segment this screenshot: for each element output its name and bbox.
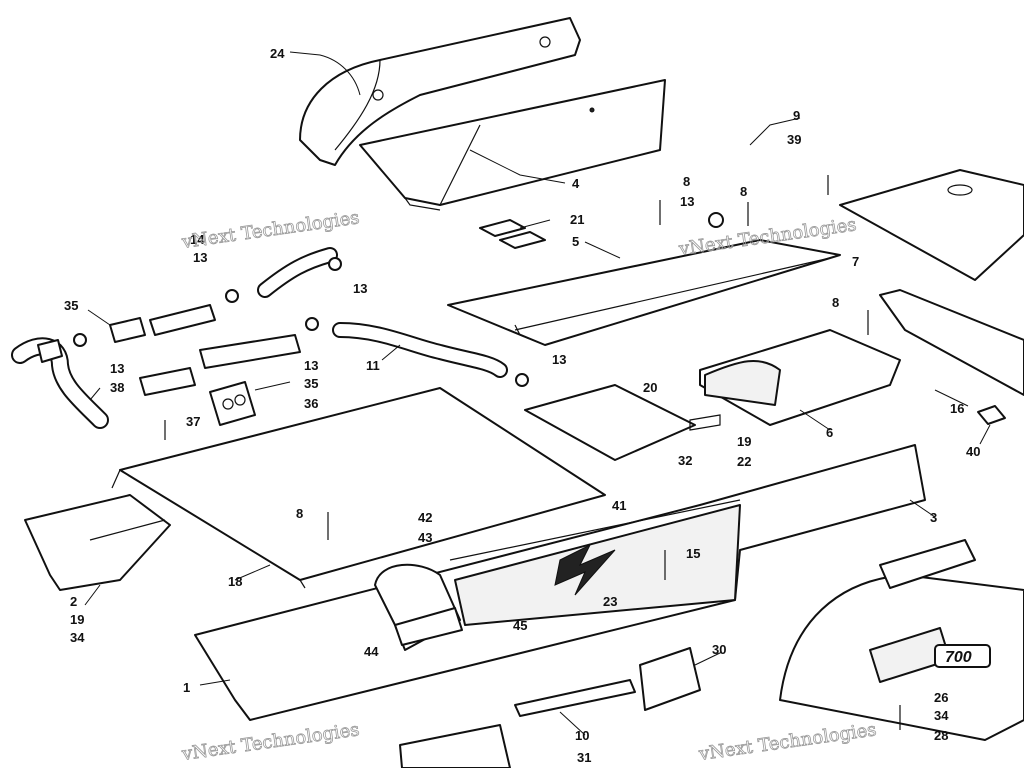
callout-38: 38	[110, 380, 124, 395]
part-4-side-panel	[359, 79, 666, 211]
callout-13: 13	[110, 361, 124, 376]
callout-42: 42	[418, 510, 432, 525]
part-23-decal	[454, 504, 741, 626]
part-bolts	[164, 175, 901, 730]
callout-6: 6	[826, 425, 833, 440]
watermark: vNext Technologies	[180, 719, 361, 765]
callout-18: 18	[228, 574, 242, 589]
callout-22: 22	[737, 454, 751, 469]
callout-44: 44	[364, 644, 379, 659]
callout-21: 21	[570, 212, 584, 227]
part-5-tray	[447, 239, 841, 346]
callout-19: 19	[70, 612, 84, 627]
callout-19: 19	[737, 434, 751, 449]
badge-700: 700	[945, 649, 972, 666]
callout-3: 3	[930, 510, 937, 525]
callout-1: 1	[183, 680, 190, 695]
callout-16: 16	[950, 401, 964, 416]
callout-8: 8	[296, 506, 303, 521]
callout-45: 45	[513, 618, 527, 633]
callout-41: 41	[612, 498, 626, 513]
callout-8: 8	[683, 174, 690, 189]
part-30-plate	[639, 647, 701, 711]
callout-36: 36	[304, 396, 318, 411]
callout-26: 26	[934, 690, 948, 705]
callout-labels: 24 4 9 39 8 8 13 7 21 5 14 13 13 35 13 1…	[64, 46, 980, 765]
watermark: vNext Technologies	[180, 207, 361, 253]
callout-43: 43	[418, 530, 432, 545]
part-hoses	[11, 247, 508, 429]
callout-35: 35	[64, 298, 78, 313]
callout-13: 13	[193, 250, 207, 265]
callout-13: 13	[304, 358, 318, 373]
callout-13: 13	[353, 281, 367, 296]
callout-31: 31	[577, 750, 591, 765]
part-13-clamps	[73, 212, 724, 387]
part-19-plate	[524, 384, 721, 461]
part-24-cowl	[299, 17, 581, 166]
callout-9: 9	[793, 108, 800, 123]
callout-13: 13	[680, 194, 694, 209]
callout-40: 40	[966, 444, 980, 459]
callout-34: 34	[934, 708, 949, 723]
callout-10: 10	[575, 728, 589, 743]
callout-20: 20	[643, 380, 657, 395]
callout-5: 5	[572, 234, 579, 249]
callout-24: 24	[270, 46, 285, 61]
callout-11: 11	[366, 358, 380, 373]
callout-2: 2	[70, 594, 77, 609]
part-2-bracket	[24, 494, 171, 591]
part-10-strip	[514, 679, 636, 717]
part-16-rail	[879, 289, 1024, 425]
callout-15: 15	[686, 546, 700, 561]
callout-34: 34	[70, 630, 85, 645]
part-9-handle	[707, 138, 804, 211]
callout-8: 8	[740, 184, 747, 199]
part-hood-plate	[839, 169, 1024, 281]
part-front-cover: 700	[779, 539, 1024, 741]
callout-37: 37	[186, 414, 200, 429]
callout-8: 8	[832, 295, 839, 310]
callout-7: 7	[852, 254, 859, 269]
callout-4: 4	[572, 176, 580, 191]
callout-32: 32	[678, 453, 692, 468]
part-44-bracket	[374, 563, 463, 651]
callout-13: 13	[552, 352, 566, 367]
part-6-box	[699, 329, 901, 426]
part-21-pads	[479, 219, 546, 249]
callout-39: 39	[787, 132, 801, 147]
part-31-plate	[399, 724, 511, 768]
leader-lines	[84, 51, 991, 736]
callout-28: 28	[934, 728, 948, 743]
watermark: vNext Technologies	[697, 719, 878, 765]
callout-30: 30	[712, 642, 726, 657]
callout-35: 35	[304, 376, 318, 391]
part-18-floor	[111, 387, 606, 589]
callout-23: 23	[603, 594, 617, 609]
callout-14: 14	[190, 232, 205, 247]
